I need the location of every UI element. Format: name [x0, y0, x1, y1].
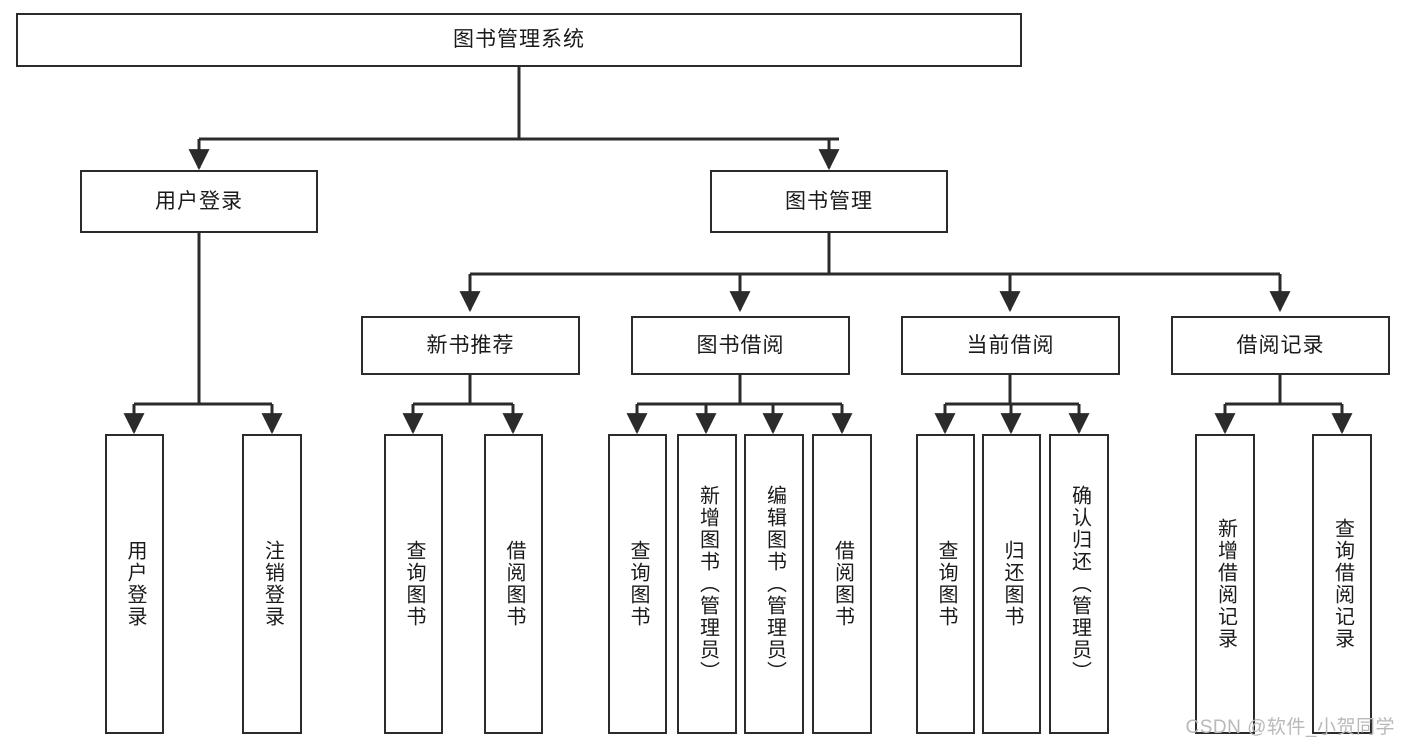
leaf-query-book-current[interactable]: 查询图书: [916, 434, 975, 734]
node-book-management[interactable]: 图书管理: [710, 170, 948, 233]
node-label: 编辑图书（管理员）: [763, 485, 786, 683]
node-label: 用户登录: [155, 189, 243, 213]
leaf-user-login[interactable]: 用户登录: [105, 434, 164, 734]
leaf-add-borrow-record[interactable]: 新增借阅记录: [1195, 434, 1255, 734]
leaf-edit-book-admin[interactable]: 编辑图书（管理员）: [744, 434, 804, 734]
node-label: 借阅记录: [1236, 333, 1325, 357]
node-label: 图书管理: [785, 189, 873, 213]
node-user-login[interactable]: 用户登录: [80, 170, 318, 233]
node-label: 图书借阅: [696, 333, 785, 357]
leaf-borrow-book-recommend[interactable]: 借阅图书: [484, 434, 543, 734]
node-label: 借阅图书: [503, 540, 525, 628]
node-label: 查询图书: [403, 540, 425, 628]
node-new-book-recommend[interactable]: 新书推荐: [361, 316, 580, 375]
node-label: 确认归还（管理员）: [1068, 485, 1091, 683]
leaf-return-book[interactable]: 归还图书: [982, 434, 1041, 734]
leaf-add-book-admin[interactable]: 新增图书（管理员）: [677, 434, 737, 734]
node-borrow-record[interactable]: 借阅记录: [1171, 316, 1390, 375]
node-label: 新增图书（管理员）: [696, 485, 719, 683]
node-label: 新书推荐: [426, 333, 515, 357]
node-book-management-system[interactable]: 图书管理系统: [16, 13, 1022, 67]
leaf-query-book-borrow[interactable]: 查询图书: [608, 434, 667, 734]
node-label: 图书管理系统: [453, 28, 585, 52]
leaf-logout-login[interactable]: 注销登录: [242, 434, 302, 734]
node-label: 注销登录: [261, 540, 284, 628]
node-label: 查询图书: [627, 540, 649, 628]
node-label: 查询借阅记录: [1331, 518, 1354, 650]
node-label: 借阅图书: [831, 540, 854, 628]
leaf-borrow-book-borrow[interactable]: 借阅图书: [812, 434, 872, 734]
node-label: 用户登录: [124, 540, 146, 628]
watermark-text: CSDN @软件_小贺同学: [1185, 717, 1395, 738]
leaf-confirm-return-admin[interactable]: 确认归还（管理员）: [1049, 434, 1109, 734]
node-label: 归还图书: [1001, 540, 1023, 628]
leaf-query-borrow-record[interactable]: 查询借阅记录: [1312, 434, 1372, 734]
node-current-borrow[interactable]: 当前借阅: [901, 316, 1120, 375]
node-label: 当前借阅: [966, 333, 1055, 357]
node-label: 查询图书: [935, 540, 957, 628]
leaf-query-book-recommend[interactable]: 查询图书: [384, 434, 443, 734]
node-label: 新增借阅记录: [1214, 518, 1237, 650]
node-book-borrow[interactable]: 图书借阅: [631, 316, 850, 375]
